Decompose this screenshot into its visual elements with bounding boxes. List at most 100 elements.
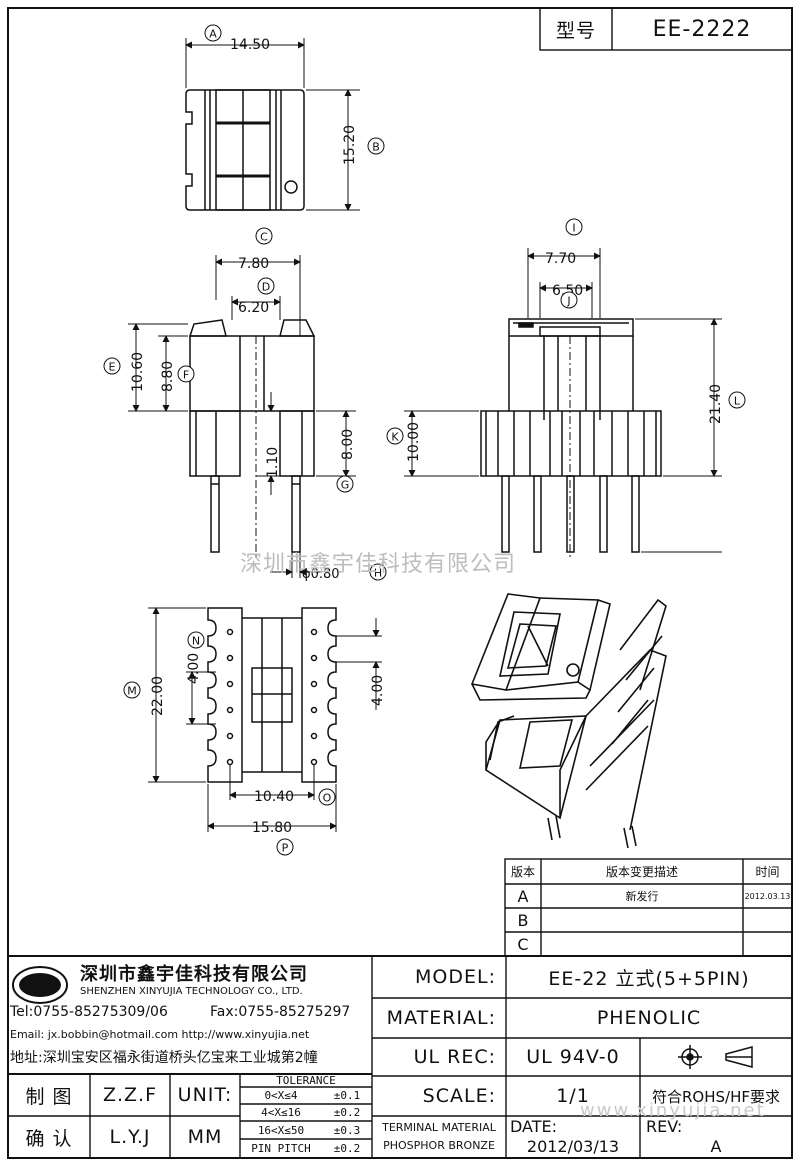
dim-I-value: 7.70: [545, 251, 576, 267]
draw-name: Z.Z.F: [102, 1084, 158, 1106]
tolerance-value: ±0.1: [333, 1089, 361, 1102]
svg-text:E: E: [109, 361, 116, 374]
date-value: 2012/03/13: [526, 1136, 620, 1156]
dim-F-value: 8.80: [160, 361, 176, 392]
rev-table-row-date: 2012.03.13: [744, 891, 791, 901]
ul-rec-label: UL REC:: [413, 1046, 496, 1068]
svg-text:N: N: [192, 635, 200, 648]
projection-symbol-icon: [725, 1046, 753, 1068]
bottom-view: [207, 607, 337, 783]
svg-text:C: C: [260, 231, 268, 244]
dim-O-value: 10.40: [254, 789, 294, 805]
dim-M-value: 22.00: [150, 676, 166, 716]
company-tel: Tel:0755-85275309/06: [10, 1004, 168, 1020]
company-name-en: SHENZHEN XINYUJIA TECHNOLOGY CO., LTD.: [80, 986, 303, 997]
company-info: 深圳市鑫宇佳科技有限公司 SHENZHEN XINYUJIA TECHNOLOG…: [8, 958, 372, 1072]
date-label: DATE:: [510, 1116, 558, 1136]
tolerance-range: 0<X≤4: [264, 1089, 298, 1102]
draw-label: 制 图: [25, 1085, 73, 1108]
isometric-view: [470, 593, 667, 849]
tolerance-value: ±0.2: [333, 1106, 361, 1119]
dim-gap-value: 1.10: [265, 447, 281, 478]
side-view: [480, 318, 662, 553]
side-dims: [404, 248, 722, 560]
callout-L: L: [728, 391, 746, 409]
callout-C: C: [255, 227, 273, 245]
dim-A-value: 14.50: [230, 37, 270, 53]
dim-C-value: 7.80: [238, 256, 269, 272]
material-value: PHENOLIC: [596, 1007, 702, 1029]
svg-text:F: F: [183, 369, 189, 382]
watermark-company: 深圳市鑫宇佳科技有限公司: [240, 552, 517, 577]
callout-B: B: [367, 137, 385, 155]
callout-F: F: [177, 365, 195, 383]
callout-D: D: [257, 277, 275, 295]
dim-B: [306, 89, 360, 211]
watermark-url: www.xinyujia.net: [580, 1100, 766, 1121]
company-email: Email: jx.bobbin@hotmail.com http://www.…: [10, 1028, 310, 1041]
svg-text:D: D: [262, 281, 270, 294]
dim-N-value: 4.00: [186, 653, 202, 684]
model-value: EE-22 立式(5+5PIN): [548, 967, 750, 990]
terminal-material-label: TERMINAL MATERIAL: [382, 1120, 496, 1134]
company-logo: WELL: [12, 966, 68, 1004]
unit-label: UNIT:: [177, 1084, 233, 1106]
company-fax: Fax:0755-85275297: [210, 1004, 351, 1020]
svg-text:WELL: WELL: [20, 979, 60, 994]
check-label: 确 认: [25, 1127, 73, 1150]
rev-table-header-rev: 版本: [510, 865, 535, 879]
terminal-material-value: PHOSPHOR BRONZE: [383, 1138, 495, 1152]
rev-table-row-rev: A: [517, 886, 529, 906]
dim-N2-value: 4.00: [370, 675, 386, 706]
dim-L-value: 21.40: [708, 384, 724, 424]
front-view: [188, 319, 316, 553]
front-dims: [128, 255, 356, 578]
callout-K: K: [386, 427, 404, 445]
callout-E: E: [103, 357, 121, 375]
material-label: MATERIAL:: [386, 1007, 496, 1029]
rev-value: A: [710, 1136, 722, 1156]
dim-B-value: 15.20: [342, 125, 358, 165]
svg-text:H: H: [374, 567, 382, 580]
svg-text:J: J: [566, 295, 570, 308]
callout-G: G: [336, 475, 354, 493]
svg-text:O: O: [323, 792, 332, 805]
callout-O: O: [318, 788, 336, 806]
dim-K-value: 10.00: [406, 422, 422, 462]
callout-I: I: [565, 218, 583, 236]
callout-M: M: [123, 681, 141, 699]
bottom-dims: [148, 607, 382, 832]
border-frame: [7, 7, 793, 1159]
rev-table-row-rev: C: [517, 934, 529, 954]
svg-text:B: B: [372, 141, 380, 154]
dim-P-value: 15.80: [252, 820, 292, 836]
ground-symbol-icon: [678, 1045, 702, 1069]
dim-E-value: 10.60: [130, 352, 146, 392]
dim-H-value: ϕ0.80: [302, 567, 340, 582]
company-name-cn: 深圳市鑫宇佳科技有限公司: [80, 964, 308, 985]
svg-text:G: G: [341, 479, 350, 492]
callout-P: P: [276, 838, 294, 856]
tolerance-title: TOLERANCE: [276, 1074, 336, 1087]
callout-A: A: [204, 24, 222, 42]
model-number: EE-2222: [652, 16, 752, 42]
scale-value: 1/1: [556, 1085, 590, 1107]
rev-table-header-desc: 版本变更描述: [605, 865, 678, 879]
tolerance-value: ±0.3: [333, 1123, 361, 1137]
rev-table-row-desc: 新发行: [625, 890, 659, 903]
callout-N: N: [187, 631, 205, 649]
callout-H: H: [369, 563, 387, 581]
rev-table-row-rev: B: [517, 910, 529, 930]
rev-label: REV:: [646, 1116, 683, 1136]
model-number-label: 型号: [555, 19, 596, 42]
unit-value: MM: [187, 1126, 223, 1148]
company-address: 地址:深圳宝安区福永街道桥头亿宝来工业城第2幢: [10, 1050, 318, 1066]
dim-D-value: 6.20: [238, 300, 269, 316]
dim-G-value: 8.00: [340, 429, 356, 460]
rev-table-header-date: 时间: [755, 865, 780, 879]
scale-label: SCALE:: [422, 1085, 496, 1107]
model-label: MODEL:: [415, 966, 496, 988]
check-name: L.Y.J: [109, 1126, 151, 1148]
tolerance-range: 4<X≤16: [261, 1106, 301, 1119]
tolerance-range: 16<X≤50: [257, 1123, 305, 1137]
